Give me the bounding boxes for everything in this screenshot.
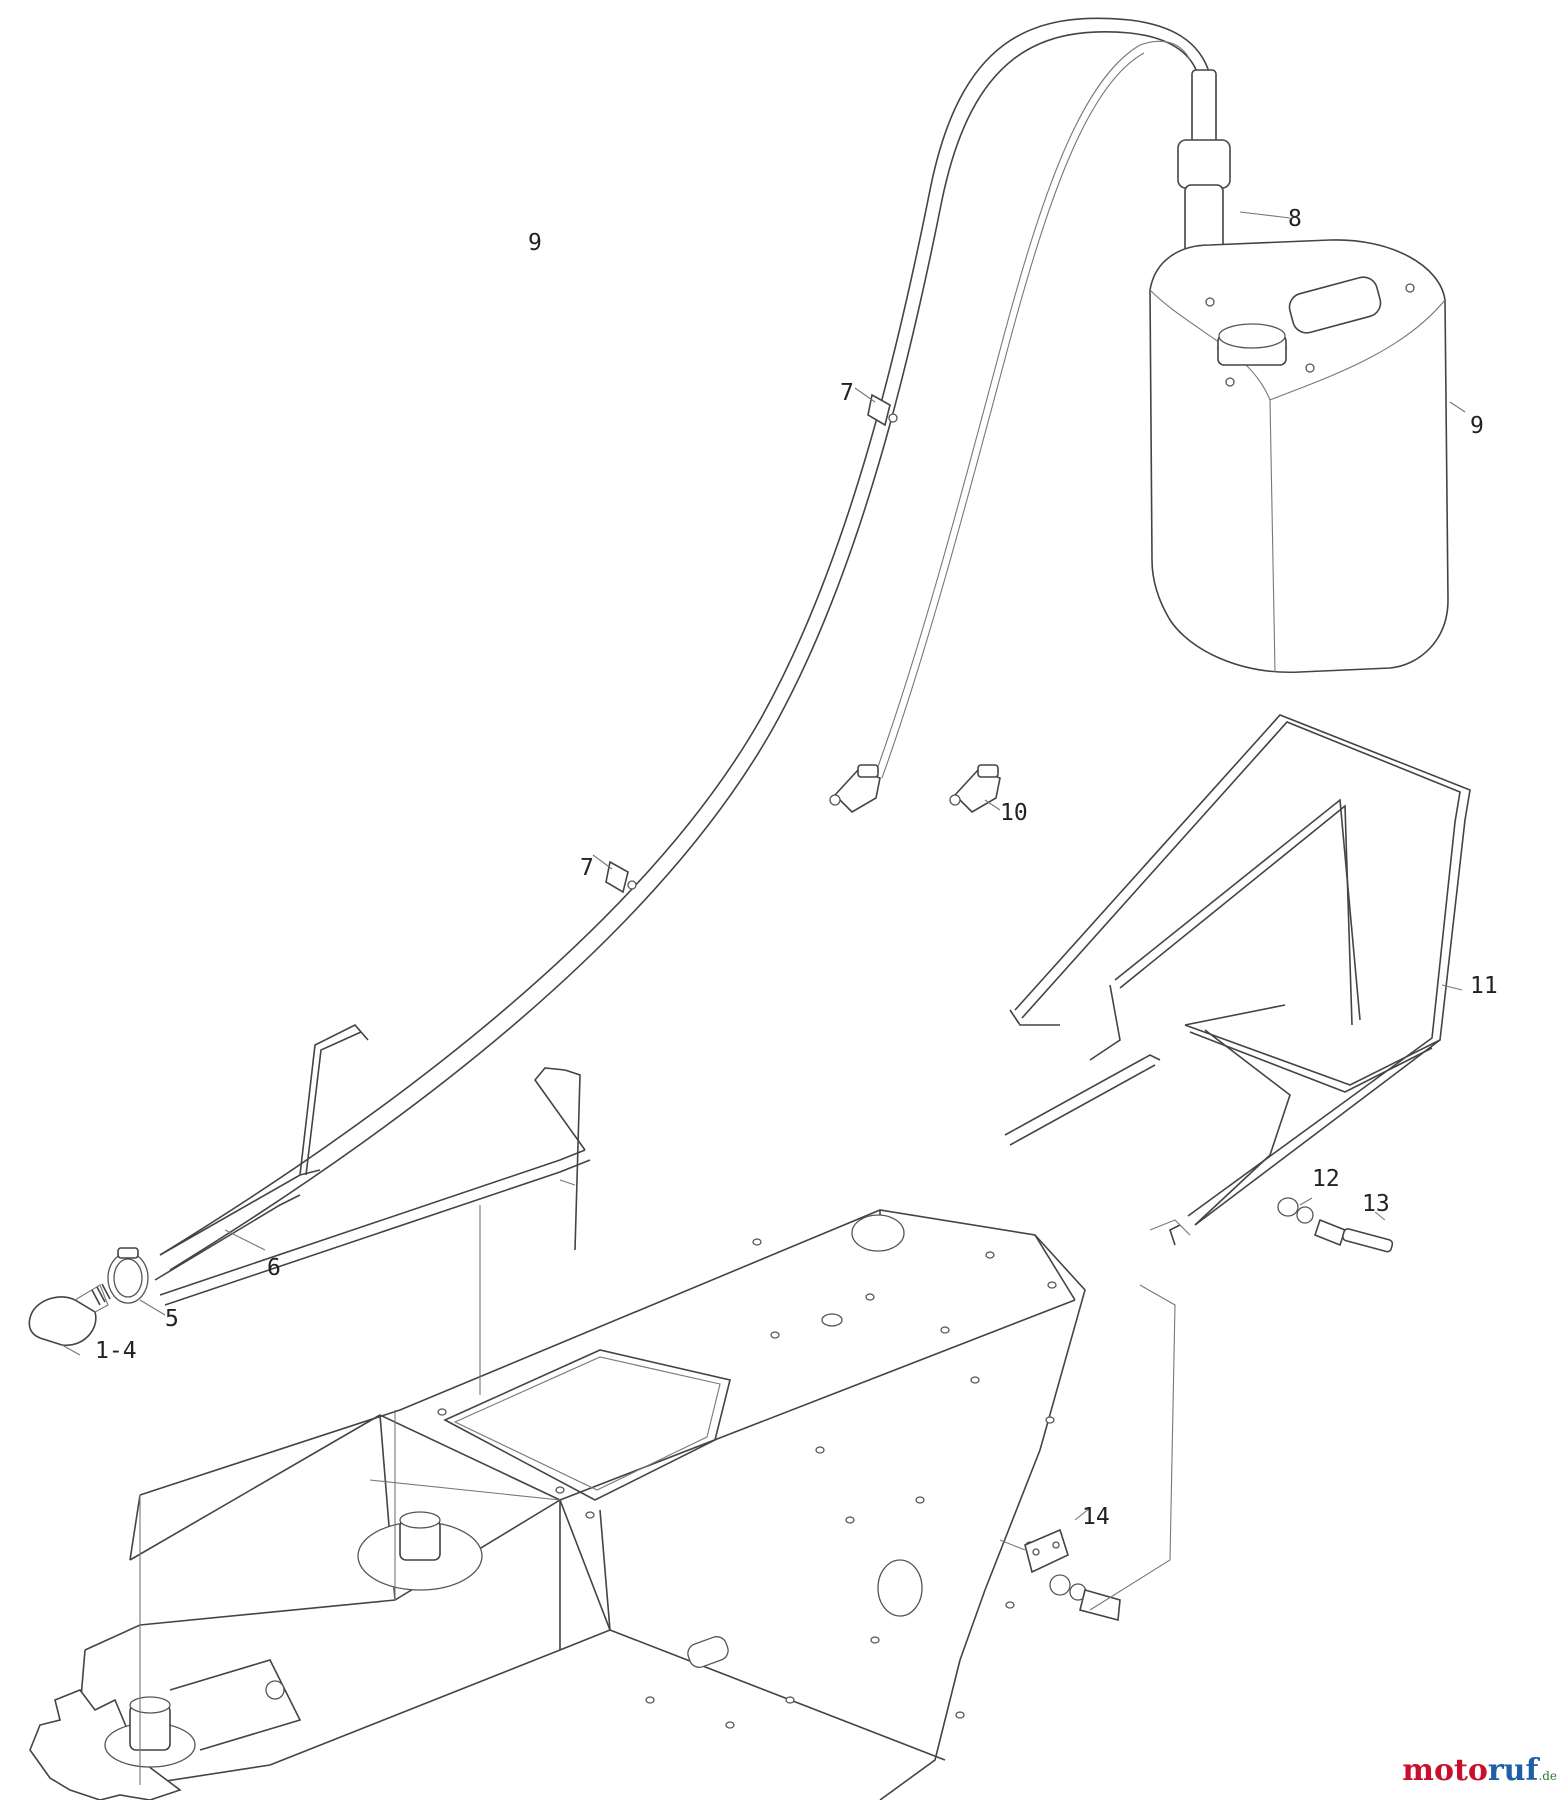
valve-part-10-right [949, 764, 1001, 814]
callout-part-12: 12 [1312, 1166, 1340, 1192]
bracket-part-11 [1004, 714, 1471, 1246]
callout-part-8: 8 [1288, 206, 1302, 232]
callout-part-11: 11 [1470, 973, 1498, 999]
canister-part-9 [1149, 239, 1466, 674]
clip-part-7-lower [592, 854, 637, 894]
callout-part-9: 9 [1470, 413, 1484, 439]
clamp-part-5 [107, 1247, 166, 1316]
callout-part-14: 14 [1082, 1504, 1110, 1530]
watermark-tld: .de [1538, 1769, 1557, 1783]
bolt-part-13 [1314, 1211, 1394, 1253]
nozzle-part-1-4 [28, 1283, 111, 1356]
callout-part-6: 6 [267, 1255, 281, 1281]
mount-part-6 [154, 1024, 591, 1395]
valve-part-10-left [829, 764, 881, 814]
callout-part-7-upper: 7 [840, 380, 854, 406]
hose-assembly [159, 17, 1217, 1271]
callout-part-7-lower: 7 [580, 855, 594, 881]
washer-part-12 [1277, 1197, 1314, 1224]
watermark-ruf: ruf [1487, 1753, 1539, 1788]
chassis-frame [29, 1209, 1086, 1800]
callout-part-1-4: 1-4 [95, 1338, 137, 1364]
plate-part-14 [999, 1219, 1191, 1622]
callout-part-10: 10 [1000, 800, 1028, 826]
callout-part-13: 13 [1362, 1191, 1390, 1217]
callout-part-9-top: 9 [528, 230, 542, 256]
watermark-logo: motoruf.de [1402, 1756, 1557, 1786]
clip-part-7-upper [854, 387, 898, 427]
callout-part-5: 5 [165, 1306, 179, 1332]
watermark-moto: moto [1402, 1753, 1488, 1788]
